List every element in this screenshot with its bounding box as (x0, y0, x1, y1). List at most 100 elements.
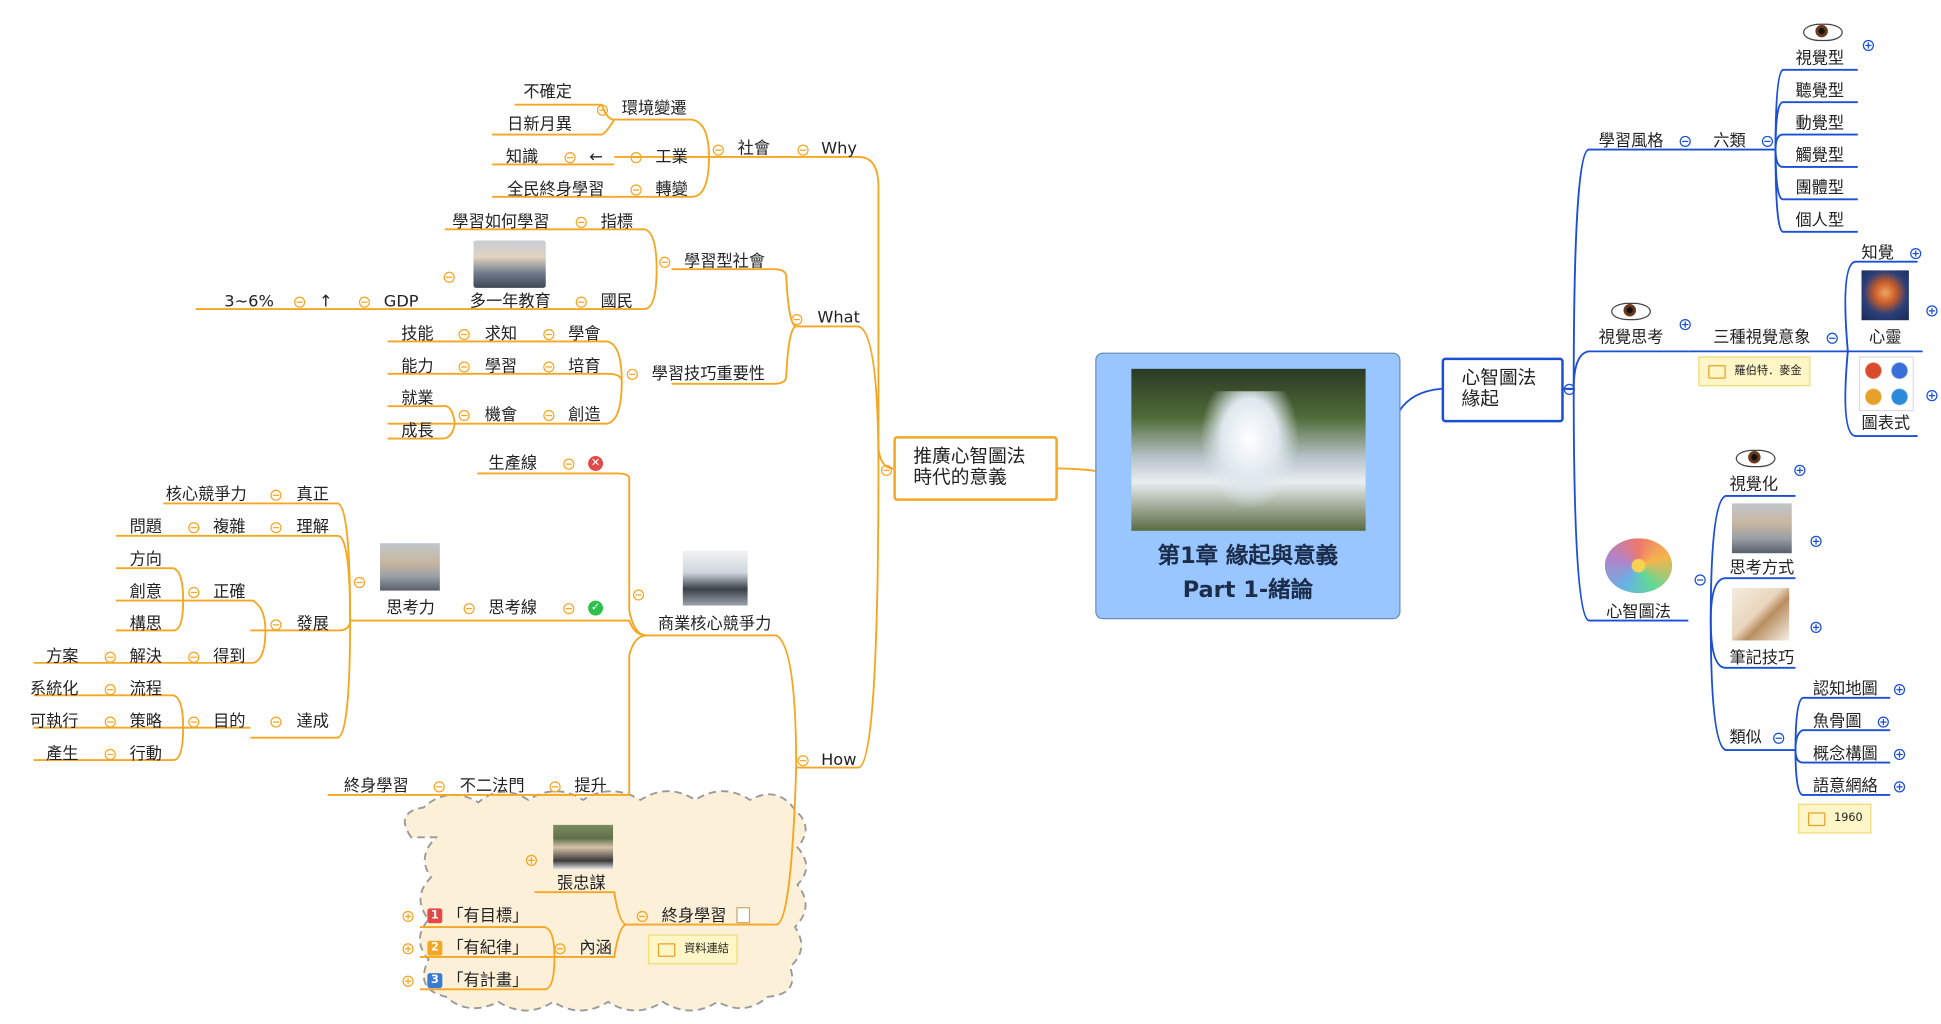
expand-toggle-icon[interactable] (1877, 716, 1889, 728)
similar-semantic-network[interactable]: 語意網絡 (1812, 777, 1878, 797)
expand-toggle-icon[interactable] (1679, 318, 1691, 331)
topic-achieve[interactable]: 達成 (296, 712, 329, 732)
topic-strategy[interactable]: 策略 (129, 712, 162, 732)
collapse-toggle-icon[interactable] (563, 458, 575, 470)
topic-why[interactable]: Why (821, 139, 857, 159)
collapse-toggle-icon[interactable] (188, 716, 200, 728)
topic-seek-knowledge[interactable]: 求知 (484, 325, 518, 344)
main-topic-right[interactable]: 心智圖法 緣起 (1441, 357, 1564, 423)
topic-rapid-change[interactable]: 日新月異 (507, 115, 572, 135)
collapse-toggle-icon[interactable] (543, 409, 555, 422)
topic-skills-importance[interactable]: 學習技巧重要性 (651, 365, 766, 384)
topic-item-plan[interactable]: 「有計畫」 (447, 971, 529, 991)
expand-toggle-icon[interactable] (1926, 389, 1938, 402)
collapse-toggle-icon[interactable] (270, 522, 282, 534)
collapse-toggle-icon[interactable] (1563, 383, 1575, 395)
collapse-toggle-icon[interactable] (1826, 332, 1838, 344)
collapse-toggle-icon[interactable] (630, 184, 642, 196)
expand-toggle-icon[interactable] (525, 854, 538, 866)
topic-visual-thinking[interactable]: 視覺思考 (1598, 328, 1664, 348)
collapse-toggle-icon[interactable] (636, 910, 648, 923)
collapse-toggle-icon[interactable] (632, 589, 645, 601)
topic-systematize[interactable]: 系統化 (29, 680, 79, 700)
topic-mind[interactable]: 心靈 (1869, 328, 1902, 348)
topic-develop[interactable]: 發展 (296, 615, 329, 635)
topic-gdp-range[interactable]: 3~6% (224, 292, 274, 312)
note-resource-link[interactable]: 資料連結 (647, 934, 738, 965)
topic-env-change[interactable]: 環境變遷 (621, 99, 687, 119)
expand-toggle-icon[interactable] (402, 943, 414, 955)
topic-executable[interactable]: 可執行 (29, 712, 79, 732)
type-group[interactable]: 團體型 (1795, 179, 1845, 199)
collapse-toggle-icon[interactable] (458, 361, 470, 373)
collapse-toggle-icon[interactable] (104, 716, 116, 728)
collapse-toggle-icon[interactable] (549, 781, 561, 793)
expand-toggle-icon[interactable] (1893, 781, 1906, 793)
topic-lifelong[interactable]: 終身學習 (343, 777, 409, 797)
collapse-toggle-icon[interactable] (104, 651, 116, 663)
note-mckim[interactable]: 羅伯特．麥金 (1698, 356, 1811, 387)
note-1960[interactable]: 1960 (1797, 803, 1872, 834)
collapse-toggle-icon[interactable] (270, 489, 282, 501)
expand-toggle-icon[interactable] (1810, 621, 1822, 633)
collapse-toggle-icon[interactable] (575, 216, 587, 229)
collapse-toggle-icon[interactable] (791, 313, 803, 326)
collapse-toggle-icon[interactable] (458, 409, 470, 422)
expand-toggle-icon[interactable] (1794, 464, 1806, 476)
collapse-toggle-icon[interactable] (188, 651, 200, 663)
topic-three-images[interactable]: 三種視覺意象 (1713, 328, 1811, 348)
topic-what[interactable]: What (817, 309, 860, 328)
topic-concept[interactable]: 構思 (129, 615, 162, 635)
collapse-toggle-icon[interactable] (294, 296, 306, 308)
collapse-toggle-icon[interactable] (270, 619, 282, 631)
topic-only-way[interactable]: 不二法門 (459, 777, 525, 797)
collapse-toggle-icon[interactable] (1679, 135, 1691, 148)
collapse-toggle-icon[interactable] (564, 152, 576, 164)
topic-problem[interactable]: 問題 (129, 518, 162, 538)
topic-uncertain[interactable]: 不確定 (523, 83, 572, 103)
topic-goal[interactable]: 目的 (213, 712, 246, 732)
topic-improve[interactable]: 提升 (574, 777, 607, 797)
expand-toggle-icon[interactable] (402, 975, 414, 987)
similar-fishbone[interactable]: 魚骨圖 (1812, 712, 1862, 732)
topic-produce[interactable]: 產生 (46, 745, 79, 764)
collapse-toggle-icon[interactable] (554, 943, 566, 955)
topic-correct[interactable]: 正確 (213, 583, 246, 602)
topic-study[interactable]: 學習 (484, 357, 518, 377)
expand-toggle-icon[interactable] (1810, 535, 1822, 547)
topic-industry[interactable]: 工業 (655, 148, 688, 167)
topic-complex[interactable]: 複雜 (213, 518, 246, 538)
collapse-toggle-icon[interactable] (712, 144, 724, 156)
topic-creativity[interactable]: 創意 (129, 583, 162, 602)
topic-morris-chang[interactable]: 張忠謀 (556, 874, 606, 894)
topic-how-to-learn[interactable]: 學習如何學習 (452, 213, 550, 232)
collapse-toggle-icon[interactable] (797, 144, 809, 156)
collapse-toggle-icon[interactable] (188, 522, 200, 534)
topic-six-types[interactable]: 六類 (1713, 132, 1746, 151)
collapse-toggle-icon[interactable] (880, 464, 893, 476)
collapse-toggle-icon[interactable] (563, 603, 575, 615)
collapse-toggle-icon[interactable] (358, 296, 371, 308)
topic-process[interactable]: 流程 (129, 680, 162, 700)
topic-create[interactable]: 創造 (568, 406, 601, 425)
type-auditory[interactable]: 聽覺型 (1795, 82, 1845, 101)
topic-arrow-left[interactable]: ← (589, 148, 603, 167)
topic-item-discipline[interactable]: 「有紀律」 (447, 939, 529, 959)
topic-gdp[interactable]: GDP (383, 292, 419, 312)
topic-indicator[interactable]: 指標 (600, 213, 633, 232)
topic-solve[interactable]: 解決 (129, 647, 162, 667)
topic-core-competency[interactable]: 商業核心競爭力 (657, 615, 772, 635)
collapse-toggle-icon[interactable] (458, 328, 470, 341)
expand-toggle-icon[interactable] (1862, 39, 1874, 52)
topic-thinking-line[interactable]: 思考線 (488, 599, 538, 619)
type-visual[interactable]: 視覺型 (1795, 49, 1845, 69)
topic-learn[interactable]: 學會 (568, 325, 601, 344)
expand-toggle-icon[interactable] (1893, 684, 1906, 696)
collapse-toggle-icon[interactable] (443, 271, 455, 283)
expand-toggle-icon[interactable] (1893, 748, 1906, 761)
collapse-toggle-icon[interactable] (463, 603, 475, 615)
topic-obtain[interactable]: 得到 (213, 647, 246, 667)
topic-ability[interactable]: 能力 (401, 357, 434, 377)
collapse-toggle-icon[interactable] (1773, 732, 1785, 744)
collapse-toggle-icon[interactable] (797, 755, 809, 767)
